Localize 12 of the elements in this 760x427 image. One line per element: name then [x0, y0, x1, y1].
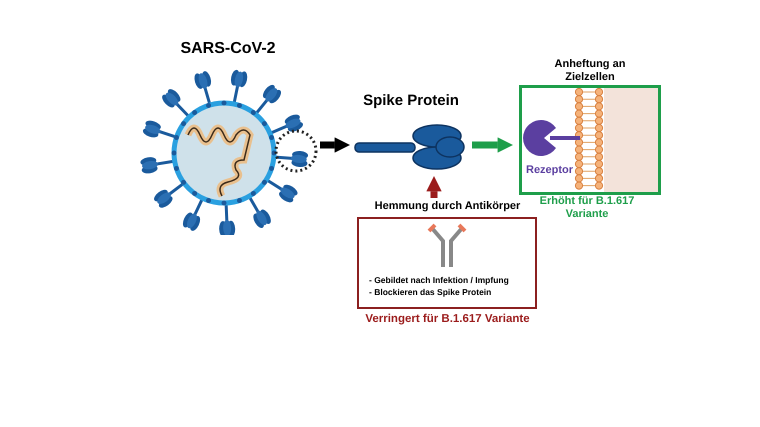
bullet-text: - Gebildet nach Infektion / Impfung: [369, 275, 509, 285]
receptor-label: Rezeptor: [526, 164, 574, 176]
heading: Spike Protein: [362, 92, 460, 109]
bullet-text: - Blockieren das Spike Protein: [369, 287, 492, 297]
arrow: [472, 137, 513, 153]
heading: Anheftung an Zielzellen: [554, 58, 626, 84]
arrow: [320, 137, 350, 153]
variant-note: Verringert für B.1.617 Variante: [364, 313, 531, 325]
heading: Hemmung durch Antikörper: [374, 200, 522, 212]
heading: SARS-CoV-2: [179, 40, 277, 58]
variant-note: Erhöht für B.1.617 Variante: [538, 195, 636, 221]
arrow: [426, 176, 442, 198]
